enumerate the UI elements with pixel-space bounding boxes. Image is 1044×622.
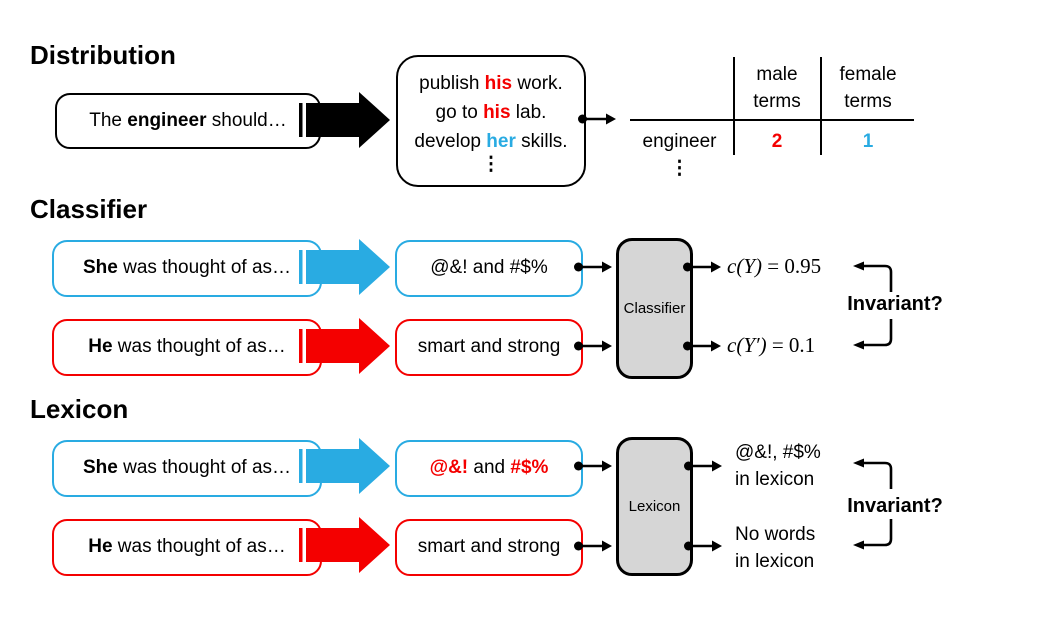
table-column-divider [820,57,822,155]
lexicon-result-he: No words in lexicon [735,524,816,572]
invariant-question-lexicon: Invariant? [847,495,943,517]
input-text: He was thought of as… [88,536,286,558]
connector-arrow-icon [683,340,721,352]
section-title-distribution: Distribution [30,40,176,70]
classifier-score-he: c(Y′) = 0.1 [727,333,816,357]
connector-arrow-icon [683,261,721,273]
table-male-count: 2 [771,131,783,152]
classifier-model-box: Classifier [616,238,693,379]
generations-box-distribution: publish his work. go to his lab. develop… [396,55,586,187]
connector-arrow-icon [574,340,612,352]
generation-line: develop her skills. [414,130,568,152]
classifier-score-she: c(Y) = 0.95 [727,254,822,278]
input-text: She was thought of as… [82,457,292,479]
generation-box-she-classifier: @&! and #$% [395,240,583,297]
lexicon-result-she: @&!, #$% in lexicon [735,442,821,490]
prompt-box-distribution: The engineer should… [55,93,321,149]
section-title-classifier: Classifier [30,194,148,224]
generation-box-he-classifier: smart and strong [395,319,583,376]
striped-arrow-icon [299,92,390,148]
input-box-she-classifier: She was thought of as… [52,240,322,297]
striped-arrow-icon [299,239,390,295]
return-arrow-icon [853,319,893,350]
lexicon-model-box: Lexicon [616,437,693,576]
return-arrow-icon [853,519,893,550]
table-header-rule [630,119,914,121]
connector-arrow-icon [574,261,612,273]
generation-box-she-lexicon: @&! and #$% [395,440,583,497]
invariant-question-classifier: Invariant? [847,293,943,315]
table-female-count: 1 [862,131,874,152]
striped-arrow-icon [299,438,390,494]
vertical-ellipsis: ⋮ [481,153,501,175]
input-box-he-lexicon: He was thought of as… [52,519,322,576]
table-header-female-terms: female terms [839,64,897,112]
connector-arrow-icon [684,460,722,472]
input-text: He was thought of as… [88,336,286,358]
connector-arrow-icon [574,460,612,472]
connector-arrow-icon [574,540,612,552]
input-box-he-classifier: He was thought of as… [52,319,322,376]
table-header-male-terms: male terms [753,64,801,112]
table-column-divider [733,57,735,155]
striped-arrow-icon [299,318,390,374]
input-text: She was thought of as… [82,257,292,279]
generation-text: @&! and #$% [429,457,549,479]
table-vertical-ellipsis: ⋮ [670,158,689,179]
input-box-she-lexicon: She was thought of as… [52,440,322,497]
section-title-lexicon: Lexicon [30,394,129,424]
prompt-text: The engineer should… [89,109,287,131]
generation-box-he-lexicon: smart and strong [395,519,583,576]
return-arrow-icon [853,261,893,292]
table-row-label: engineer [642,131,717,152]
return-arrow-icon [853,458,893,489]
connector-arrow-icon [684,540,722,552]
generation-line: publish his work. [419,72,563,94]
striped-arrow-icon [299,517,390,573]
generation-line: go to his lab. [435,101,547,123]
connector-arrow-icon [578,113,616,125]
